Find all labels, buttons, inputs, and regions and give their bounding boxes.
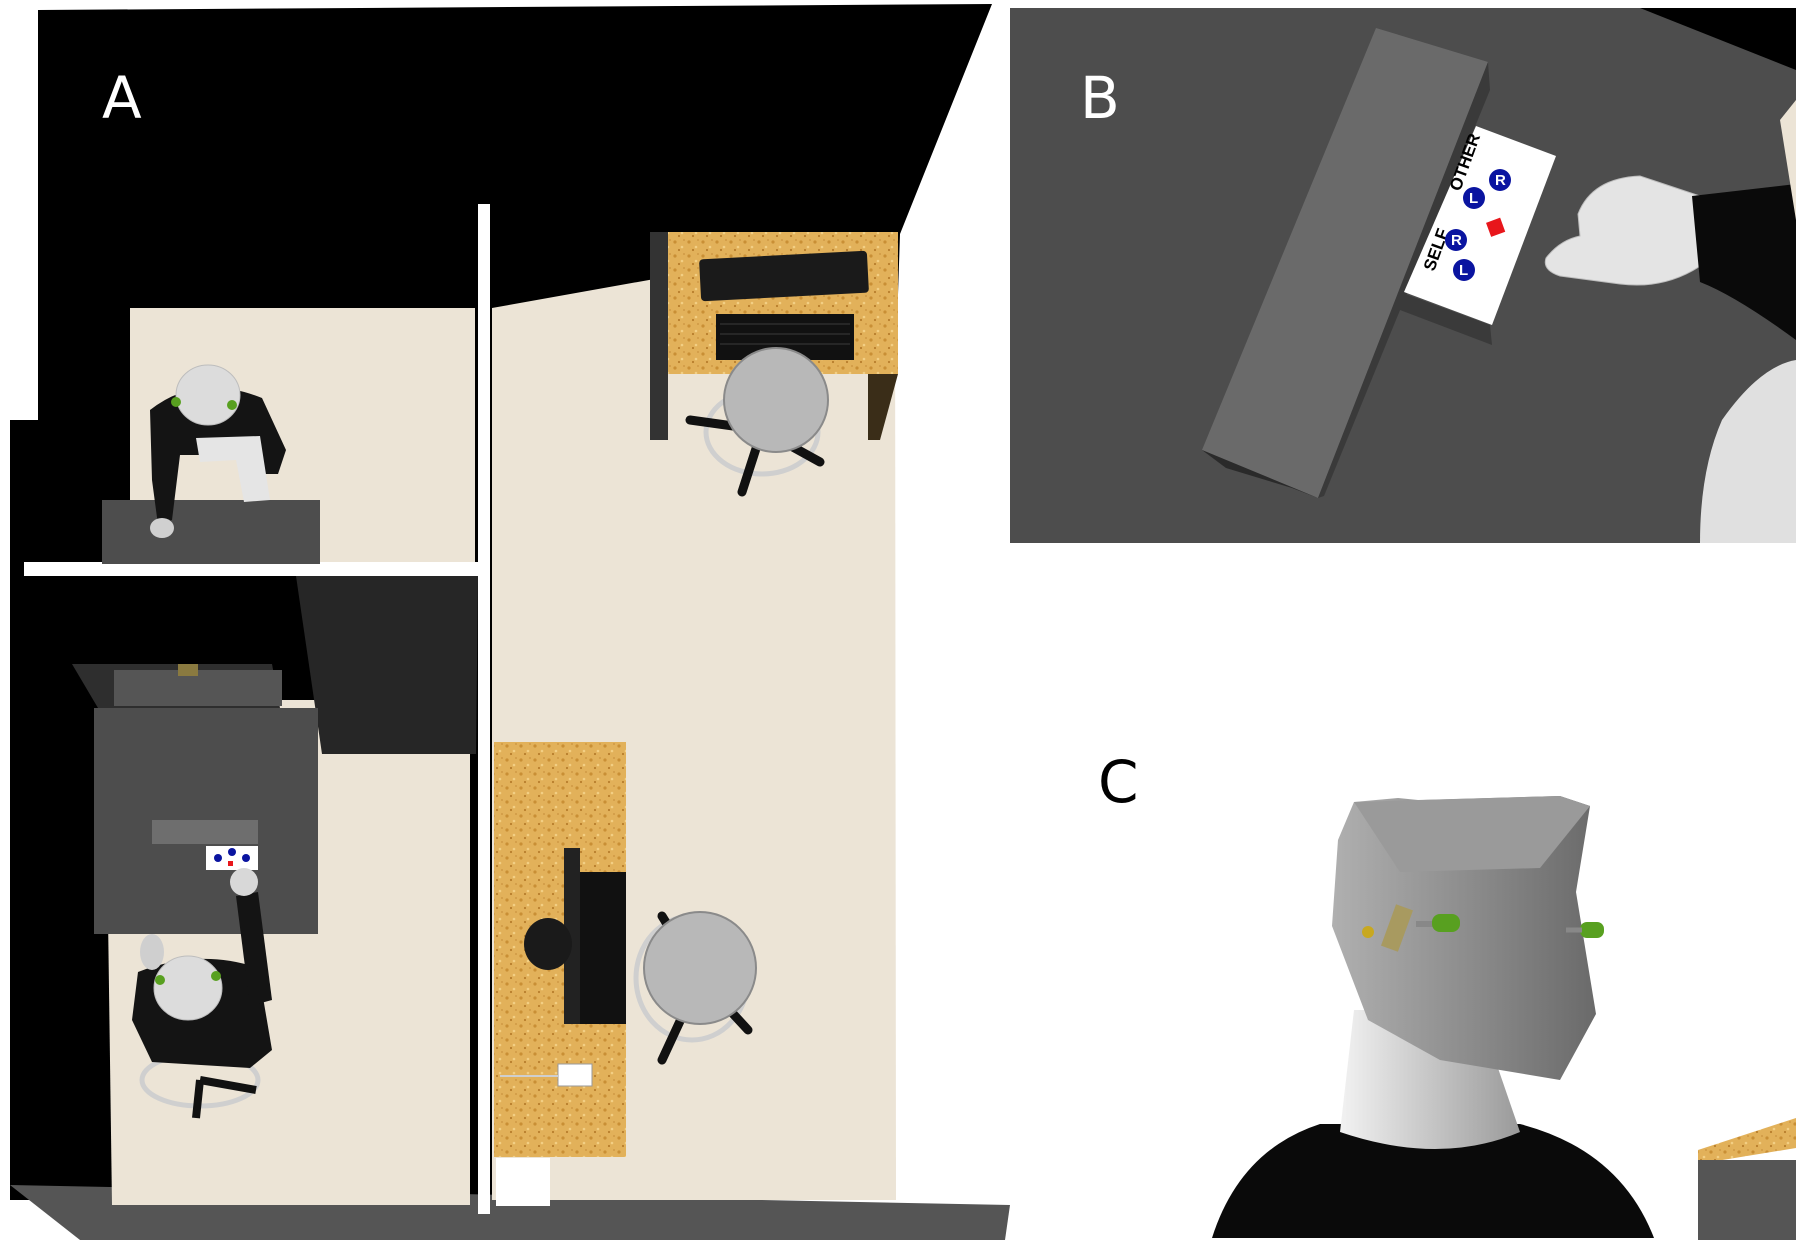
electrodes bbox=[1362, 904, 1604, 952]
table-room-1 bbox=[102, 500, 320, 564]
barrier-board bbox=[1202, 28, 1488, 498]
barrier-edge bbox=[1318, 62, 1490, 498]
button-other-right bbox=[1489, 169, 1511, 191]
desk-bottom bbox=[494, 742, 626, 1206]
monitor-top bbox=[699, 250, 869, 302]
stool-top-right bbox=[685, 347, 829, 497]
desk-corner bbox=[1698, 1118, 1796, 1240]
electrode-right bbox=[1580, 922, 1604, 938]
electrode-left bbox=[1432, 914, 1460, 932]
participant-2 bbox=[132, 868, 272, 1119]
stool-bottom bbox=[633, 911, 757, 1065]
shoulders bbox=[1212, 1124, 1654, 1238]
button-self-right-label: R bbox=[1451, 232, 1462, 249]
button-self-left bbox=[1453, 259, 1475, 281]
panel-b: SELF OTHER L R L R B bbox=[1010, 8, 1796, 543]
monitor-bottom bbox=[580, 872, 626, 1024]
button-other-right-label: R bbox=[1495, 172, 1506, 189]
panel-a: A bbox=[10, 4, 1010, 1240]
participant-1 bbox=[150, 364, 286, 538]
curtain bbox=[296, 576, 478, 754]
panel-a-letter: A bbox=[102, 64, 142, 132]
button-other-left-label: L bbox=[1469, 190, 1478, 207]
divider-vertical bbox=[478, 204, 490, 1214]
panel-c-letter: C bbox=[1098, 748, 1139, 816]
panel-b-wall bbox=[1640, 8, 1796, 70]
button-self-right bbox=[1445, 229, 1467, 251]
button-self-left-label: L bbox=[1459, 262, 1468, 279]
divider-horizontal bbox=[24, 562, 478, 576]
panel-b-letter: B bbox=[1080, 64, 1120, 132]
panel-c: C bbox=[1098, 748, 1796, 1240]
hand bbox=[1544, 100, 1796, 543]
stop-square bbox=[1486, 217, 1506, 237]
button-other-left bbox=[1463, 187, 1485, 209]
table-room-2 bbox=[72, 664, 318, 934]
